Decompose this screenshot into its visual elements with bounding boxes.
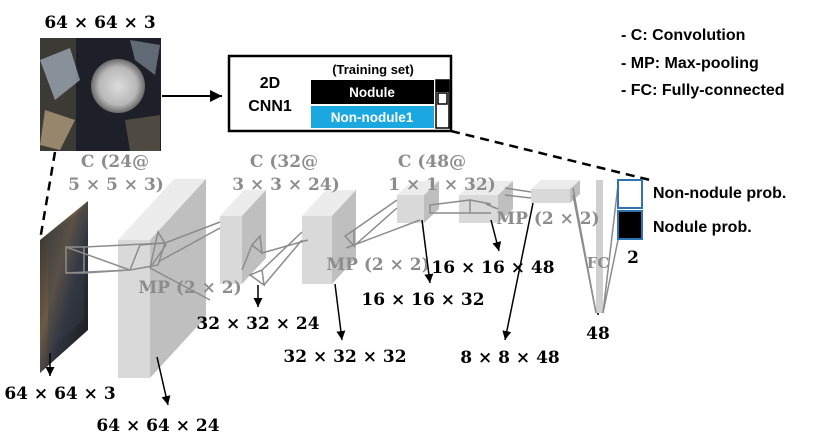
- class-nodule-label: Nodule: [349, 85, 395, 100]
- dim-input: 64 × 64 × 3: [4, 384, 115, 404]
- class-non-nodule-label: Non-nodule1: [331, 110, 414, 125]
- conv3-label-line1: C (48@: [398, 152, 466, 172]
- dim-conv2: 32 × 32 × 32: [283, 347, 406, 367]
- dim-conv1: 64 × 64 × 24: [96, 416, 219, 436]
- pool1-block: [220, 190, 266, 284]
- class-nodule-bar: [311, 80, 434, 104]
- zoom-line-left: [38, 151, 57, 241]
- dim-fc: 48: [586, 324, 610, 344]
- zoom-line-right: [450, 129, 651, 182]
- class-non-nodule-bar: [311, 106, 434, 128]
- conv1-block: [118, 179, 206, 378]
- pool3-block: [531, 180, 580, 203]
- legend-max-pooling: - MP: Max-pooling: [621, 55, 759, 72]
- nodule-prob-label: Nodule prob.: [653, 219, 752, 236]
- legend-convolution: - C: Convolution: [621, 27, 745, 44]
- legend-fully-connected: - FC: Fully-connected: [621, 82, 785, 99]
- conv1-label-line2: 5 × 5 × 3): [68, 175, 164, 195]
- cnn-box: 2D CNN1 (Training set) Nodule Non-nodule…: [227, 54, 453, 133]
- dim-conv3: 16 × 16 × 48: [431, 258, 554, 278]
- dimension-arrows: [45, 202, 599, 406]
- fc-label: FC: [587, 254, 610, 272]
- pool2-block: [397, 181, 439, 223]
- training-set-header: (Training set): [332, 62, 414, 77]
- fc-layer: [572, 180, 619, 314]
- pool1-label: MP (2 × 2): [138, 278, 241, 298]
- conv3-label-line2: 1 × 1 × 32): [388, 175, 496, 195]
- conv2-label-line2: 3 × 3 × 24): [232, 175, 340, 195]
- conv3-block: [459, 181, 513, 223]
- conv2-label-line1: C (32@: [250, 152, 318, 172]
- kernel-lines: [65, 187, 532, 301]
- conv2-block: [302, 190, 356, 284]
- cnn-name-line2: CNN1: [248, 98, 292, 115]
- non-nodule-prob-label: Non-nodule prob.: [653, 185, 786, 202]
- non-nodule-prob-box: [617, 179, 643, 209]
- pool2-label: MP (2 × 2): [326, 255, 429, 275]
- dim-pool2: 16 × 16 × 32: [361, 290, 484, 310]
- nodule-prob-box: [617, 210, 643, 240]
- conv1-label-line1: C (24@: [81, 152, 149, 172]
- dim-pool3: 8 × 8 × 48: [460, 348, 559, 368]
- cnn-name-line1: 2D: [260, 75, 280, 92]
- output-size-label: 2: [627, 248, 639, 268]
- input-slice: [40, 201, 88, 373]
- input-patch-label: 64 × 64 × 3: [44, 13, 155, 33]
- dim-pool1: 32 × 32 × 24: [196, 314, 319, 334]
- pool3-label: MP (2 × 2): [496, 209, 599, 229]
- ct-patch-image: [40, 38, 161, 151]
